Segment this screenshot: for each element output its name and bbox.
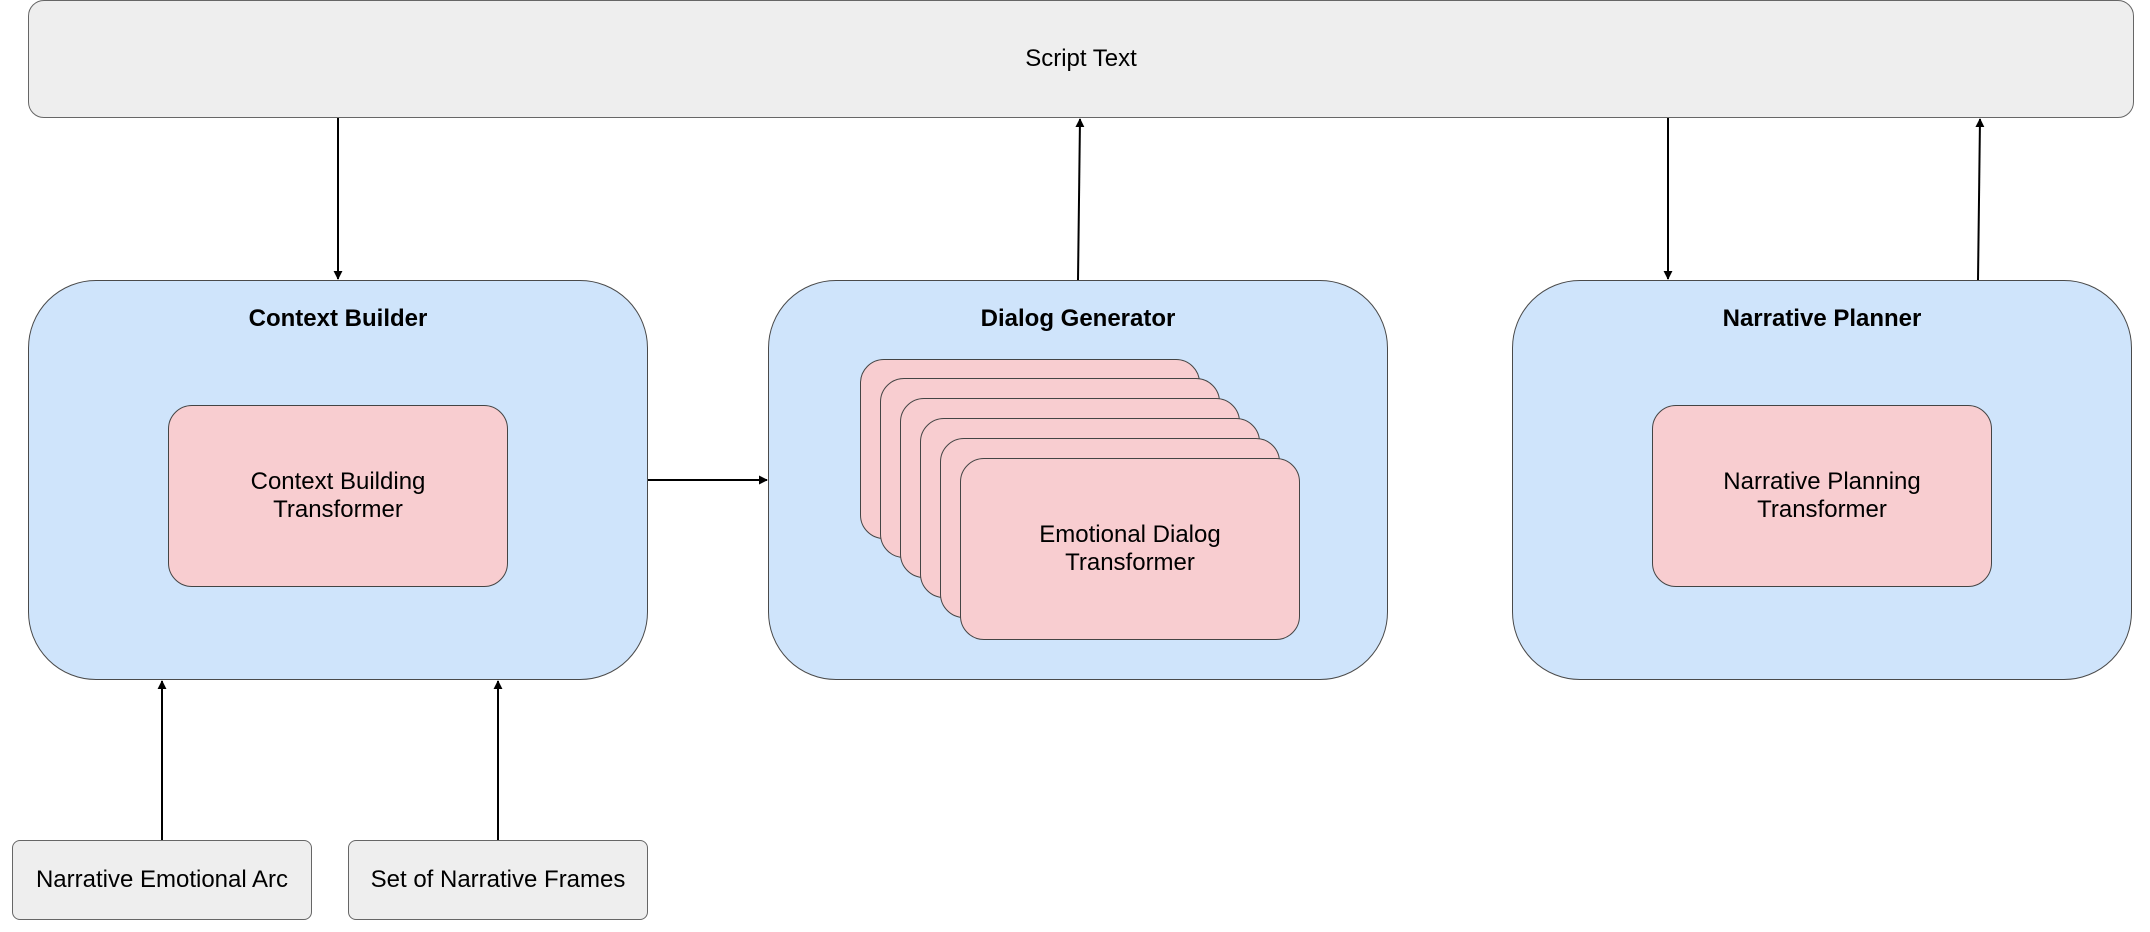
set-of-narrative-frames-box: Set of Narrative Frames [348,840,648,920]
dialog-generator-module: Dialog Generator Emotional Dialog Transf… [768,280,1388,680]
emotional-dialog-transformer: Emotional Dialog Transformer [960,458,1300,640]
context-building-transformer: Context Building Transformer [168,405,508,587]
context-builder-title: Context Builder [248,305,428,332]
script-text-box: Script Text [28,0,2134,118]
narrative-emotional-arc-label: Narrative Emotional Arc [35,866,289,893]
context-building-transformer-label: Context Building Transformer [250,468,426,523]
emotional-dialog-transformer-label: Emotional Dialog Transformer [1039,521,1221,576]
narrative-planner-module: Narrative Planner Narrative Planning Tra… [1512,280,2132,680]
dialog-generator-title: Dialog Generator [980,305,1176,332]
script-text-label: Script Text [1025,45,1137,72]
arrow-dialog-generator-to-script [1075,118,1085,281]
arrow-narrative-planner-to-script [1975,118,1985,281]
narrative-planning-transformer: Narrative Planning Transformer [1652,405,1992,587]
narrative-emotional-arc-box: Narrative Emotional Arc [12,840,312,920]
set-of-narrative-frames-label: Set of Narrative Frames [370,866,626,893]
narrative-planner-title: Narrative Planner [1722,305,1922,332]
context-builder-module: Context Builder Context Building Transfo… [28,280,648,680]
narrative-planning-transformer-label: Narrative Planning Transformer [1723,468,1921,523]
